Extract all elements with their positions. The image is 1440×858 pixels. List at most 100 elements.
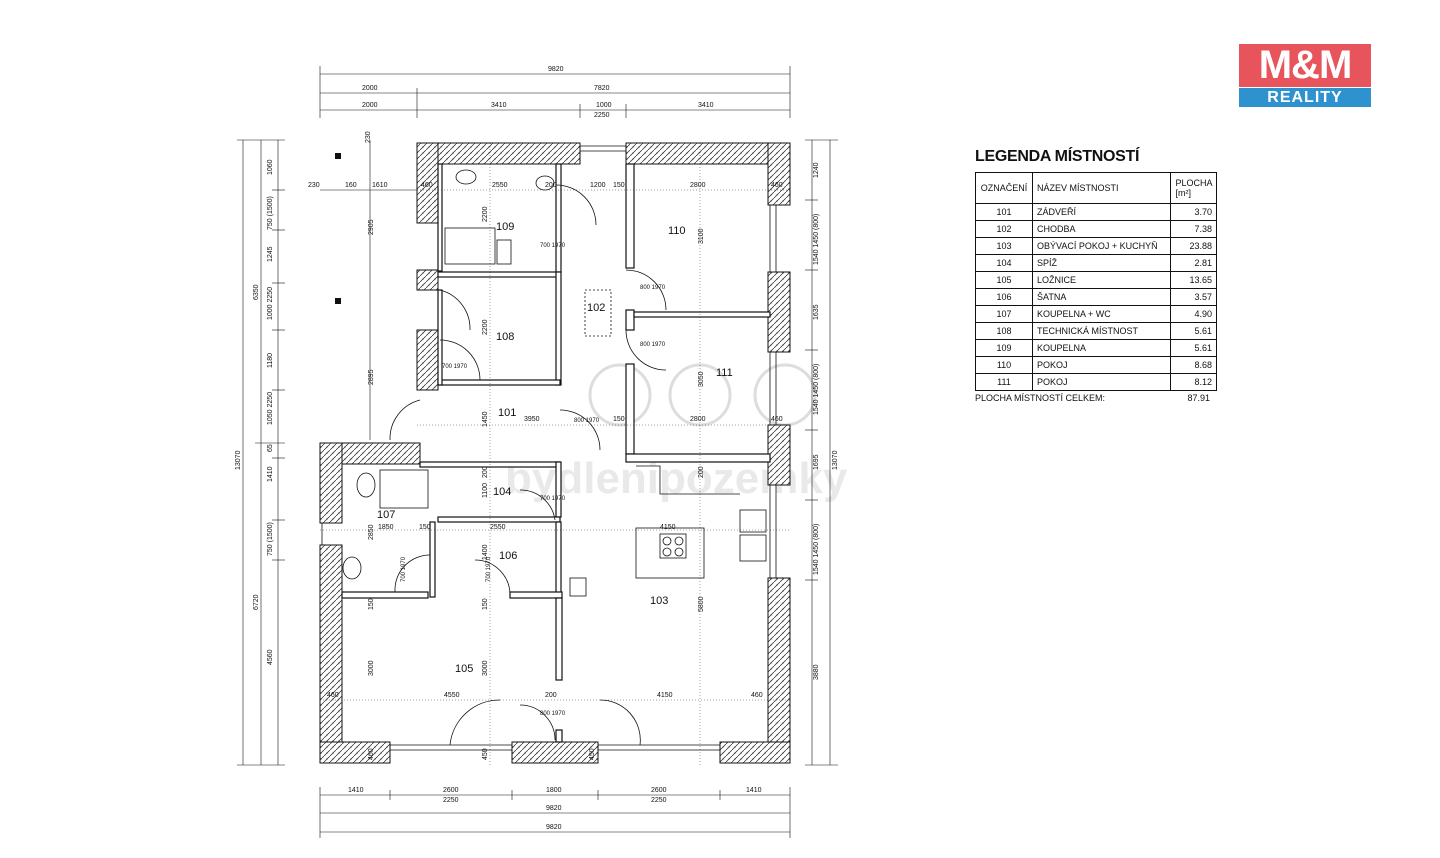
inner-dim: 150 [613, 416, 625, 423]
legend-header-code: OZNAČENÍ [975, 172, 1033, 204]
inner-dim: 150 [613, 182, 625, 189]
inner-dim-v: 460 [368, 748, 375, 760]
top-dim-seg4: 3410 [698, 102, 714, 109]
inner-dim-v: 1100 [482, 483, 489, 498]
legend-title: LEGENDA MÍSTNOSTÍ [975, 148, 1140, 165]
room-103: 103 [650, 595, 668, 607]
left-dim-2: 750 (1500) [267, 196, 274, 230]
room-111: 111 [716, 367, 733, 379]
inner-dim-v: 450 [589, 748, 596, 760]
top-dim-total: 9820 [548, 66, 564, 73]
top-dimension-lines [319, 66, 791, 118]
left-dim-4: 1000 2250 [267, 287, 274, 320]
legend-cell-area: 8.68 [1170, 356, 1217, 374]
inner-dim: 4150 [660, 524, 676, 531]
room-104: 104 [493, 486, 511, 498]
room-107: 107 [377, 509, 395, 521]
inner-dim: 2550 [490, 524, 506, 531]
watermark-circle [753, 363, 817, 427]
top-dim-left: 2000 [362, 85, 378, 92]
inner-dim-v: 200 [482, 466, 489, 478]
inner-dim-v: 200 [698, 466, 705, 478]
room-109: 109 [496, 221, 514, 233]
inner-dim-v: 150 [482, 598, 489, 610]
legend-cell-name: ZÁDVEŘÍ [1031, 203, 1172, 221]
left-dim-1: 1060 [267, 159, 274, 175]
bottom-dim-3: 1800 [546, 787, 562, 794]
left-dim-9: 750 (1500) [267, 522, 274, 556]
right-dim-3: 1635 [813, 304, 820, 320]
legend-cell-name: KOUPELNA + WC [1031, 305, 1172, 323]
inner-dim-v: 1400 [482, 544, 489, 560]
bottom-dim-1: 1410 [348, 787, 364, 794]
legend-cell-area: 5.61 [1170, 322, 1217, 340]
right-dim-total: 13070 [832, 450, 839, 470]
watermark-circle [588, 363, 652, 427]
right-dim-4: 1540 1450 (800) [813, 364, 820, 415]
legend-cell-code: 108 [975, 322, 1033, 340]
right-dim-6: 1540 1450 (800) [813, 524, 820, 575]
bottom-dim-4: 2600 [651, 787, 667, 794]
top-dim-sub: 2250 [594, 112, 610, 119]
inner-dim: 1850 [378, 524, 394, 531]
inner-dim: 3950 [524, 416, 540, 423]
legend-total: PLOCHA MÍSTNOSTÍ CELKEM: 87.91 [975, 393, 1210, 403]
room-106: 106 [499, 550, 517, 562]
door-label: 800 1970 [540, 711, 566, 717]
legend-cell-code: 109 [975, 339, 1033, 357]
legend-cell-name: TECHNICKÁ MÍSTNOST [1031, 322, 1172, 340]
inner-dim: 230 [308, 182, 320, 189]
legend-header-area: PLOCHA [m²] [1170, 172, 1217, 204]
inner-dim-v: 3000 [368, 660, 375, 676]
logo-brand: M&M [1239, 44, 1371, 87]
right-dim-7: 3880 [813, 664, 820, 680]
inner-dim-v: 5800 [698, 596, 705, 612]
inner-dim-v: 450 [482, 748, 489, 760]
legend-cell-code: 102 [975, 220, 1033, 238]
legend-cell-area: 8.12 [1170, 373, 1217, 391]
logo-sub: REALITY [1239, 88, 1371, 107]
door-label: 800 1970 [574, 418, 600, 424]
door-label: 700 1970 [486, 556, 492, 582]
room-legend: LEGENDA MÍSTNOSTÍ OZNAČENÍ NÁZEV MÍSTNOS… [975, 148, 1220, 403]
legend-cell-area: 13.65 [1170, 271, 1217, 289]
legend-cell-name: CHODBA [1031, 220, 1172, 238]
legend-total-label: PLOCHA MÍSTNOSTÍ CELKEM: [975, 393, 1106, 403]
left-dim-6: 1050 2250 [267, 392, 274, 425]
left-dimension-lines [237, 139, 417, 766]
left-dim-3: 1245 [267, 246, 274, 262]
inner-dim: 460 [751, 692, 763, 699]
top-dim-seg1: 2000 [362, 102, 378, 109]
legend-cell-code: 110 [975, 356, 1033, 374]
bottom-dim-5: 1410 [746, 787, 762, 794]
inner-dim-v: 3100 [698, 228, 705, 244]
exterior-walls [319, 142, 791, 764]
legend-cell-code: 107 [975, 305, 1033, 323]
legend-header-name: NÁZEV MÍSTNOSTI [1031, 172, 1172, 204]
inner-dim-v: 1450 [482, 411, 489, 427]
inner-dim: 460 [771, 416, 783, 423]
legend-cell-name: POKOJ [1031, 356, 1172, 374]
inner-dim: 200 [545, 692, 557, 699]
section-marker [335, 298, 341, 304]
windows [321, 145, 777, 751]
inner-dim: 4150 [657, 692, 673, 699]
right-dim-1: 1240 [813, 162, 820, 178]
left-dim-lower: 6720 [253, 594, 260, 610]
inner-dim-v: 2200 [482, 319, 489, 335]
inner-dim: 2800 [690, 416, 706, 423]
room-105: 105 [455, 663, 473, 675]
bottom-dim-total1: 9820 [546, 805, 562, 812]
legend-cell-name: LOŽNICE [1031, 271, 1172, 289]
inner-dim-v: 2895 [368, 369, 375, 385]
legend-cell-area: 3.57 [1170, 288, 1217, 306]
bottom-dimension-lines [319, 787, 791, 838]
